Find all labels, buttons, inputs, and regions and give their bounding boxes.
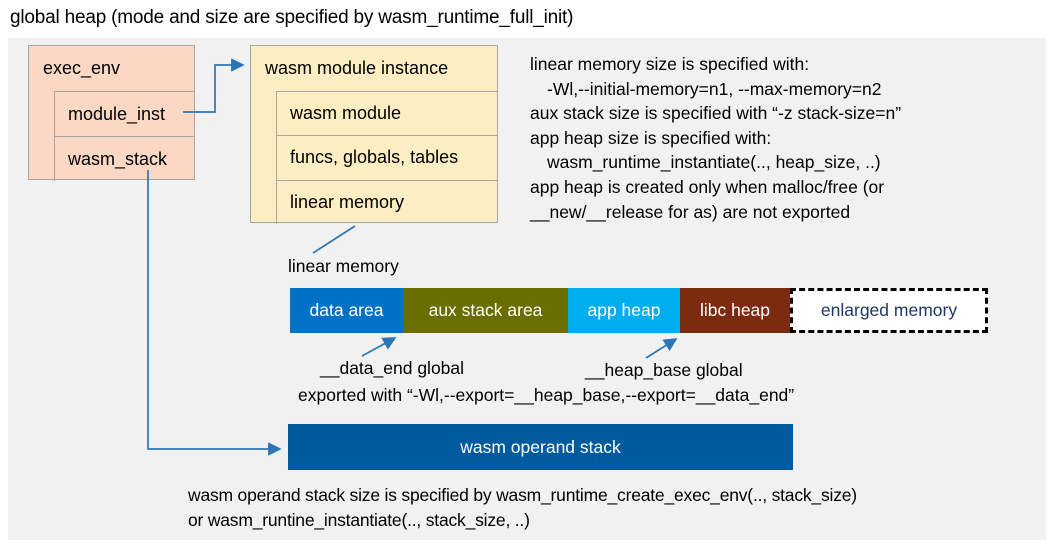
segment-app-heap: app heap	[568, 288, 680, 333]
wasm-module-instance-box: wasm module instance wasm module funcs, …	[250, 45, 498, 224]
exec-env-row-module-inst: module_inst	[54, 91, 194, 136]
exported-with-label: exported with “-Wl,--export=__heap_base,…	[298, 385, 795, 405]
module-row-linear-memory: linear memory	[276, 179, 497, 224]
exec-env-box: exec_env module_inst wasm_stack	[28, 45, 195, 181]
wasm-operand-stack-bar: wasm operand stack	[288, 424, 793, 470]
note-line: app heap is created only when malloc/fre…	[530, 176, 885, 197]
data-end-global-label: __data_end global	[320, 358, 465, 378]
note-line: or wasm_runtine_instantiate(.., stack_si…	[188, 510, 530, 530]
diagram-title: global heap (mode and size are specified…	[10, 7, 574, 28]
linear-memory-label: linear memory	[288, 256, 399, 276]
wasm-module-instance-header: wasm module instance	[265, 58, 449, 78]
note-line: -Wl,--initial-memory=n1, --max-memory=n2	[547, 78, 882, 99]
heap-base-global-label: __heap_base global	[585, 360, 743, 380]
exec-env-header: exec_env	[43, 58, 121, 78]
note-line: linear memory size is specified with:	[530, 54, 810, 74]
note-line: app heap size is specified with:	[530, 127, 772, 148]
module-row-wasm-module: wasm module	[276, 91, 497, 136]
segment-data-area: data area	[290, 288, 403, 333]
note-line: wasm operand stack size is specified by …	[188, 485, 857, 505]
module-row-funcs-globals-tables: funcs, globals, tables	[276, 135, 497, 180]
segment-enlarged-memory: enlarged memory	[790, 288, 988, 333]
notes-bottom: wasm operand stack size is specified by …	[188, 483, 1038, 533]
linear-memory-bar: data area aux stack area app heap libc h…	[290, 288, 988, 333]
note-line: __new/__release for as) are not exported	[530, 201, 851, 222]
note-line: wasm_runtime_instantiate(.., heap_size, …	[547, 152, 881, 173]
segment-aux-stack-area: aux stack area	[403, 288, 568, 333]
exec-env-row-wasm-stack: wasm_stack	[54, 136, 194, 181]
segment-libc-heap: libc heap	[680, 288, 790, 333]
notes-right: linear memory size is specified with: -W…	[530, 52, 1040, 224]
note-line: aux stack size is specified with “-z sta…	[530, 103, 902, 124]
